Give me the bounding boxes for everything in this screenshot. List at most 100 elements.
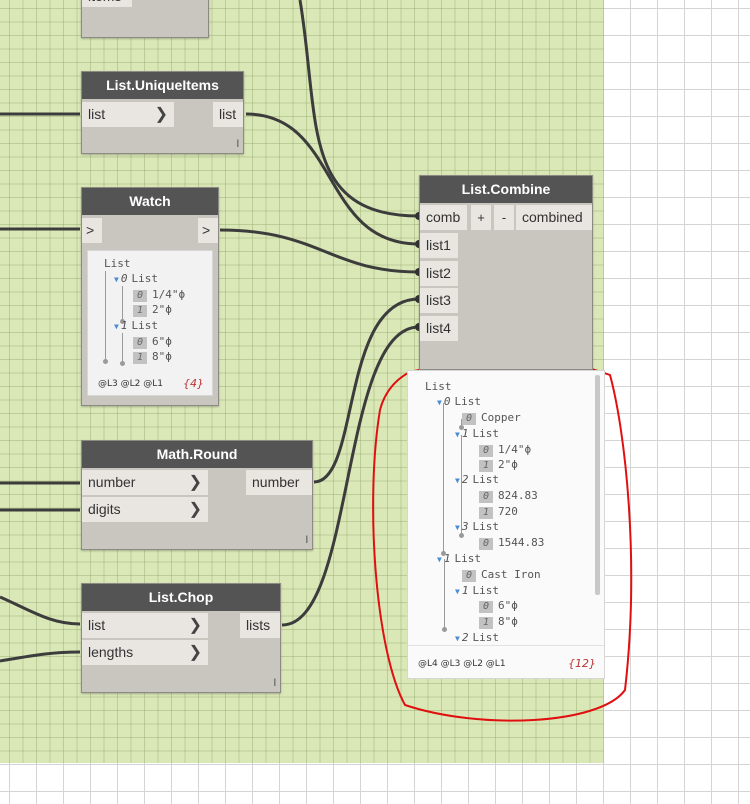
output-port-number[interactable]: number — [246, 470, 312, 495]
input-port-list4[interactable]: list4 — [420, 316, 458, 341]
remove-input-button[interactable]: - — [493, 205, 514, 230]
watch-root-label: List — [104, 257, 131, 270]
row-value: List — [472, 520, 499, 533]
expand-triangle-icon[interactable]: ▼ — [455, 587, 460, 596]
input-port-number[interactable]: number ❯ — [82, 470, 208, 495]
port-items[interactable]: items — [82, 0, 132, 7]
output-port[interactable]: > — [198, 218, 218, 243]
node-list-unique-items[interactable]: List.UniqueItems list ❯ list l — [81, 71, 244, 154]
node-title[interactable]: List.Chop — [82, 584, 280, 611]
port-label: number — [88, 474, 136, 490]
row-value: 6"ϕ — [152, 335, 172, 348]
leaf-index: 0 — [479, 491, 494, 503]
expand-triangle-icon[interactable]: ▼ — [455, 476, 460, 485]
leaf-index: 0 — [133, 290, 148, 302]
output-port-combined[interactable]: combined — [516, 205, 592, 230]
row-value: List — [454, 395, 481, 408]
lacing-indicator[interactable]: l — [305, 535, 308, 546]
branch-index: 1 — [461, 427, 469, 440]
wire-unique-to-list1[interactable] — [245, 112, 420, 246]
node-title[interactable]: List.UniqueItems — [82, 72, 243, 99]
branch-index: 1 — [443, 552, 451, 565]
input-port-list1[interactable]: list1 — [420, 233, 458, 258]
row-value: 824.83 — [498, 489, 538, 502]
leaf-index: 1 — [479, 507, 494, 519]
input-port-list[interactable]: list ❯ — [82, 102, 174, 127]
node-list-combine[interactable]: List.Combine comb + - combined list1 lis… — [419, 175, 593, 370]
branch-index: 0 — [443, 395, 451, 408]
input-port-list2[interactable]: list2 — [420, 261, 458, 286]
expand-triangle-icon[interactable]: ▼ — [114, 322, 119, 331]
add-input-button[interactable]: + — [470, 205, 491, 230]
branch-index: 2 — [461, 631, 469, 644]
expand-triangle-icon[interactable]: ▼ — [455, 523, 460, 532]
wire-to-chop-lengths[interactable] — [0, 650, 81, 663]
row-value: List — [472, 427, 499, 440]
chevron-right-icon: ❯ — [154, 106, 168, 123]
input-port-comb[interactable]: comb — [420, 205, 467, 230]
expand-triangle-icon[interactable]: ▼ — [437, 398, 442, 407]
node-title[interactable]: List.Combine — [420, 176, 592, 203]
row-value: 720 — [498, 505, 518, 518]
input-port-lengths[interactable]: lengths ❯ — [82, 640, 208, 665]
lacing-indicator[interactable]: l — [273, 678, 276, 689]
row-value: List — [472, 473, 499, 486]
input-port-list[interactable]: list ❯ — [82, 613, 208, 638]
wire-chop-to-list4[interactable] — [281, 325, 420, 627]
row-value: Copper — [481, 411, 521, 424]
wire-top-to-comb[interactable] — [298, 0, 420, 218]
lacing-indicator[interactable]: l — [236, 139, 239, 150]
output-port-list[interactable]: list — [213, 102, 243, 127]
row-value: List — [131, 272, 158, 285]
node-partial-top[interactable]: items — [81, 0, 209, 38]
row-value: Cast Iron — [481, 568, 541, 581]
node-math-round[interactable]: Math.Round number ❯ digits ❯ number l — [81, 440, 313, 550]
wire-to-chop-list[interactable] — [0, 595, 81, 626]
input-port[interactable]: > — [82, 218, 102, 243]
combine-root-label: List — [425, 380, 452, 393]
tree-leaf-row: 0 824.83 — [479, 489, 538, 503]
row-value: List — [131, 319, 158, 332]
node-title[interactable]: Math.Round — [82, 441, 312, 468]
port-label: list — [88, 106, 106, 122]
input-port-list3[interactable]: list3 — [420, 288, 458, 313]
row-value: 8"ϕ — [152, 350, 172, 363]
watch-count: {4} — [183, 377, 204, 390]
expand-triangle-icon[interactable]: ▼ — [455, 634, 460, 643]
branch-index: 2 — [461, 473, 469, 486]
port-label: lengths — [88, 644, 134, 660]
leaf-index: 0 — [479, 601, 494, 613]
expand-triangle-icon[interactable]: ▼ — [437, 555, 442, 564]
expand-triangle-icon[interactable]: ▼ — [455, 430, 460, 439]
chevron-right-icon: ❯ — [188, 644, 202, 661]
wire-round-to-list3[interactable] — [313, 297, 420, 484]
wire-watch-to-list2[interactable] — [219, 228, 420, 274]
node-list-chop[interactable]: List.Chop list ❯ lengths ❯ lists l — [81, 583, 281, 693]
expand-triangle-icon[interactable]: ▼ — [114, 275, 119, 284]
node-title[interactable]: Watch — [82, 188, 218, 215]
preview-scrollbar[interactable] — [595, 375, 600, 595]
input-port-digits[interactable]: digits ❯ — [82, 497, 208, 522]
port-label: digits — [88, 501, 121, 517]
row-value: List — [472, 631, 499, 644]
chevron-right-icon: ❯ — [188, 474, 202, 491]
output-port-lists[interactable]: lists — [240, 613, 280, 638]
